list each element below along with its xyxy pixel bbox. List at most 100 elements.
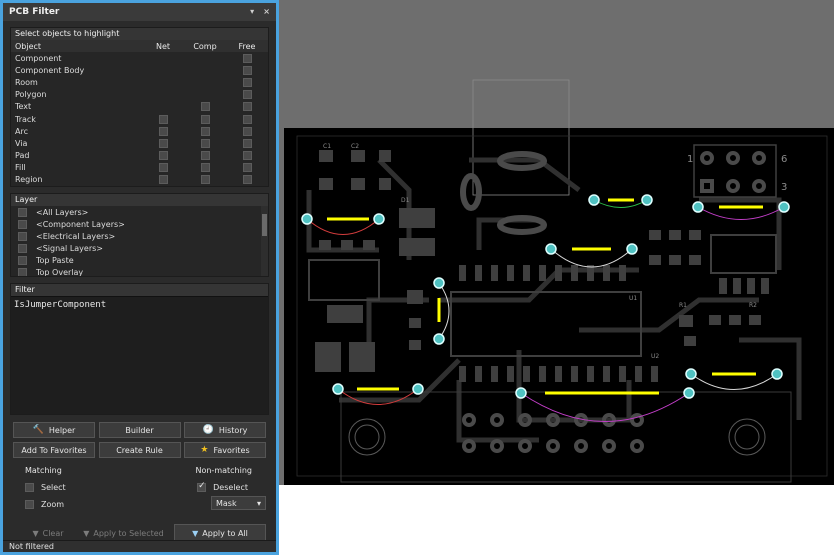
layer-checkbox[interactable]: [18, 219, 27, 229]
header-pads: [462, 151, 766, 453]
status-bar: Not filtered: [3, 540, 276, 552]
comp-checkbox[interactable]: [200, 114, 210, 124]
helper-icon: 🔨: [32, 425, 44, 436]
mask-dropdown[interactable]: Mask▾: [211, 496, 266, 511]
column-header-comp: Comp: [184, 40, 226, 52]
layer-list-item[interactable]: <All Layers>: [11, 206, 268, 218]
free-checkbox[interactable]: [242, 65, 252, 75]
layer-checkbox[interactable]: [18, 267, 27, 277]
object-row: Component Body: [11, 64, 268, 76]
pcb-canvas[interactable]: C1 C2 D1 U1 U2 R1 R2 1 6 3: [279, 0, 834, 485]
layer-checkbox[interactable]: [18, 243, 27, 253]
free-checkbox[interactable]: [242, 53, 252, 63]
pcb-filter-panel: PCB Filter ▾ × Select objects to highlig…: [0, 0, 279, 555]
select-checkbox[interactable]: Select: [25, 479, 66, 495]
layer-checkbox[interactable]: [18, 255, 27, 265]
filter-header: Filter: [11, 284, 268, 297]
free-checkbox[interactable]: [242, 163, 252, 173]
zoom-checkbox[interactable]: Zoom: [25, 496, 64, 512]
net-checkbox[interactable]: [158, 151, 168, 161]
layer-scrollbar[interactable]: [261, 206, 268, 277]
comp-checkbox[interactable]: [200, 163, 210, 173]
svg-text:U1: U1: [629, 295, 637, 302]
history-button[interactable]: 🕘History: [184, 422, 266, 439]
panel-title: PCB Filter: [9, 7, 60, 17]
free-checkbox[interactable]: [242, 77, 252, 87]
net-checkbox[interactable]: [158, 114, 168, 124]
svg-text:3: 3: [781, 182, 787, 193]
clear-button[interactable]: ▼Clear: [32, 528, 64, 538]
close-icon[interactable]: ×: [263, 7, 270, 16]
filter-query-input[interactable]: IsJumperComponent: [11, 296, 268, 415]
jumper-vias: [301, 194, 790, 399]
silkscreen: C1 C2 D1 U1 U2 R1 R2 1 6 3: [323, 143, 787, 360]
net-checkbox[interactable]: [158, 163, 168, 173]
usb-connector-outline: [472, 79, 570, 196]
apply-to-selected-button[interactable]: ▼Apply to Selected: [83, 528, 164, 538]
create-rule-button[interactable]: Create Rule: [98, 442, 181, 459]
comp-checkbox[interactable]: [200, 175, 210, 185]
helper-button[interactable]: 🔨Helper: [13, 422, 95, 439]
add-to-favorites-button[interactable]: Add To Favorites: [13, 442, 95, 459]
favorites-button[interactable]: ★Favorites: [184, 442, 266, 459]
layer-list: <All Layers><Component Layers><Electrica…: [11, 206, 268, 277]
layer-checkbox[interactable]: [18, 207, 27, 217]
object-row: Arc: [11, 125, 268, 137]
free-checkbox[interactable]: [242, 90, 252, 100]
matching-label: Matching: [25, 466, 62, 476]
net-checkbox[interactable]: [158, 138, 168, 148]
object-name: Component Body: [15, 65, 85, 75]
free-checkbox[interactable]: [242, 151, 252, 161]
nonmatching-label: Non-matching: [195, 466, 252, 476]
copper-tracks: [306, 157, 802, 443]
object-row: Region: [11, 174, 268, 186]
object-name: Region: [15, 175, 43, 185]
object-name: Fill: [15, 163, 26, 173]
object-name: Polygon: [15, 90, 47, 100]
svg-text:R1: R1: [679, 302, 687, 309]
object-row: Pad: [11, 150, 268, 162]
jumper-tracks: [327, 198, 763, 395]
panel-menu-icon[interactable]: ▾: [250, 7, 255, 16]
net-checkbox[interactable]: [158, 126, 168, 136]
history-icon: 🕘: [202, 425, 214, 436]
chevron-down-icon: ▾: [256, 498, 261, 508]
layer-list-item[interactable]: Top Overlay: [11, 266, 268, 277]
object-row: Text: [11, 101, 268, 113]
layer-checkbox[interactable]: [18, 231, 27, 241]
svg-text:6: 6: [781, 154, 787, 165]
svg-text:U2: U2: [651, 353, 659, 360]
layer-list-item[interactable]: <Component Layers>: [11, 218, 268, 230]
column-header-free: Free: [226, 40, 268, 52]
objects-header: Select objects to highlight: [11, 28, 268, 40]
svg-text:C1: C1: [323, 143, 331, 150]
layer-list-item[interactable]: Top Paste: [11, 254, 268, 266]
deselect-checkbox[interactable]: Deselect: [197, 479, 248, 495]
object-name: Component: [15, 53, 62, 63]
funnel-icon: ▼: [83, 528, 90, 538]
free-checkbox[interactable]: [242, 126, 252, 136]
object-row: Room: [11, 76, 268, 88]
objects-section: Select objects to highlight Object Net C…: [10, 27, 269, 188]
comp-checkbox[interactable]: [200, 126, 210, 136]
comp-checkbox[interactable]: [200, 151, 210, 161]
object-name: Via: [15, 138, 28, 148]
layer-list-item[interactable]: <Electrical Layers>: [11, 230, 268, 242]
comp-checkbox[interactable]: [200, 138, 210, 148]
free-checkbox[interactable]: [242, 102, 252, 112]
free-checkbox[interactable]: [242, 114, 252, 124]
smd-pads: [308, 144, 777, 372]
star-icon: ★: [200, 445, 209, 456]
free-checkbox[interactable]: [242, 175, 252, 185]
object-name: Arc: [15, 126, 28, 136]
layer-label: <Component Layers>: [36, 219, 125, 229]
object-name: Room: [15, 77, 38, 87]
net-checkbox[interactable]: [158, 175, 168, 185]
pcb-board-view[interactable]: C1 C2 D1 U1 U2 R1 R2 1 6 3: [279, 0, 834, 485]
layer-list-item[interactable]: <Signal Layers>: [11, 242, 268, 254]
free-checkbox[interactable]: [242, 138, 252, 148]
comp-checkbox[interactable]: [200, 102, 210, 112]
builder-button[interactable]: Builder: [98, 422, 181, 439]
layer-section: Layer <All Layers><Component Layers><Ele…: [10, 193, 269, 278]
